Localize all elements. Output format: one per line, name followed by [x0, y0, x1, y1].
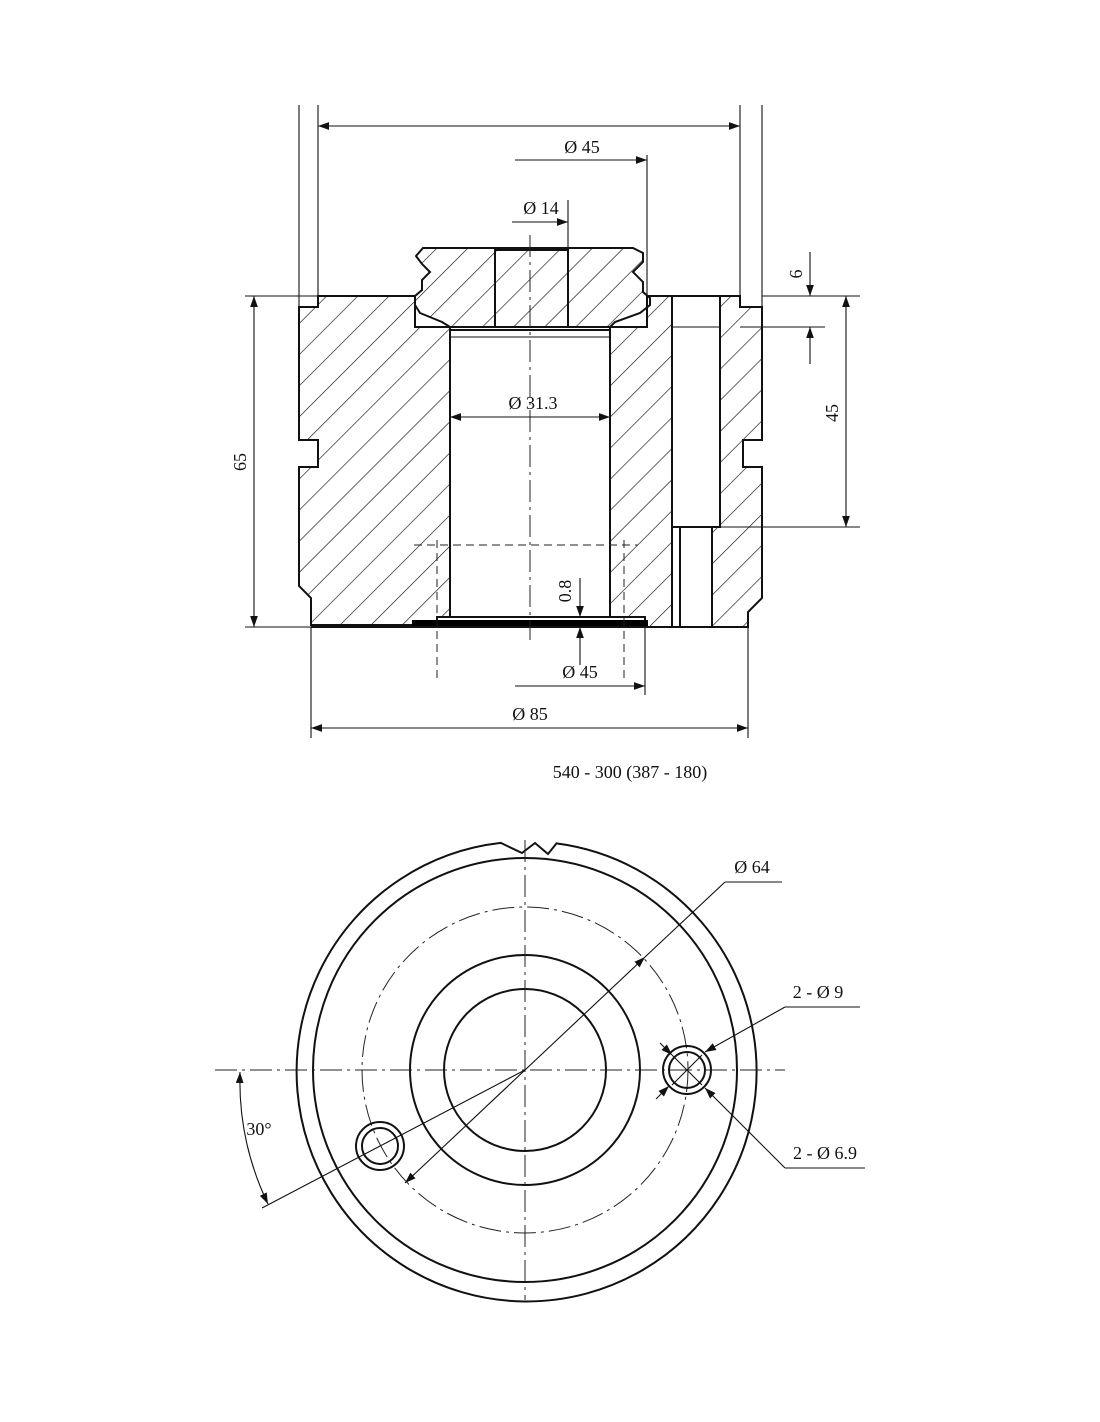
dim-d85: Ø 85	[512, 704, 548, 724]
hole-left-inner	[361, 1127, 399, 1165]
leader-d64-ext	[644, 881, 726, 958]
leader-d9-tick	[659, 1042, 673, 1056]
hole-cross-2	[671, 1054, 703, 1086]
dim-d45-bottom: Ø 45	[562, 662, 598, 682]
dim-2-d9: 2 - Ø 9	[793, 982, 844, 1002]
angle-arc	[235, 1071, 269, 1205]
hole-left-outer	[355, 1121, 405, 1171]
dim-d6: 6	[786, 270, 806, 279]
leader-d64	[404, 956, 646, 1184]
dim-d65: 65	[230, 453, 250, 471]
insert-bore	[494, 249, 569, 328]
vent-bore-lower	[679, 526, 713, 628]
dim-d64: Ø 64	[734, 857, 770, 877]
dim-angle-30: 30°	[246, 1119, 271, 1139]
leader-d6-9	[704, 1087, 786, 1169]
outer-circle	[295, 841, 758, 1303]
body-right-section	[609, 295, 673, 628]
dim-d45-outer: Ø 45	[564, 137, 600, 157]
body-left-section	[298, 295, 451, 626]
dim-2-d6-9: 2 - Ø 6.9	[793, 1143, 857, 1163]
dim-d45-height: 45	[822, 404, 842, 422]
dim-d14: Ø 14	[523, 198, 559, 218]
plan-view: Ø 64 2 - Ø 9 2 - Ø 6.9 30°	[215, 840, 865, 1303]
dim-d31-3: Ø 31.3	[509, 393, 558, 413]
top-insert-section	[414, 247, 651, 328]
angle-reference-line	[261, 1069, 526, 1209]
part-number-caption: 540 - 300 (387 - 180)	[553, 762, 707, 783]
section-view: Ø 45 Ø 14 Ø 31.3 65 45 6 0.8 Ø 45 Ø 85 5…	[230, 105, 860, 783]
leader-d9	[704, 1006, 786, 1053]
vent-bore-upper	[671, 295, 721, 528]
dim-d0-8: 0.8	[555, 580, 575, 603]
leader-d6-9-tick	[655, 1085, 670, 1100]
